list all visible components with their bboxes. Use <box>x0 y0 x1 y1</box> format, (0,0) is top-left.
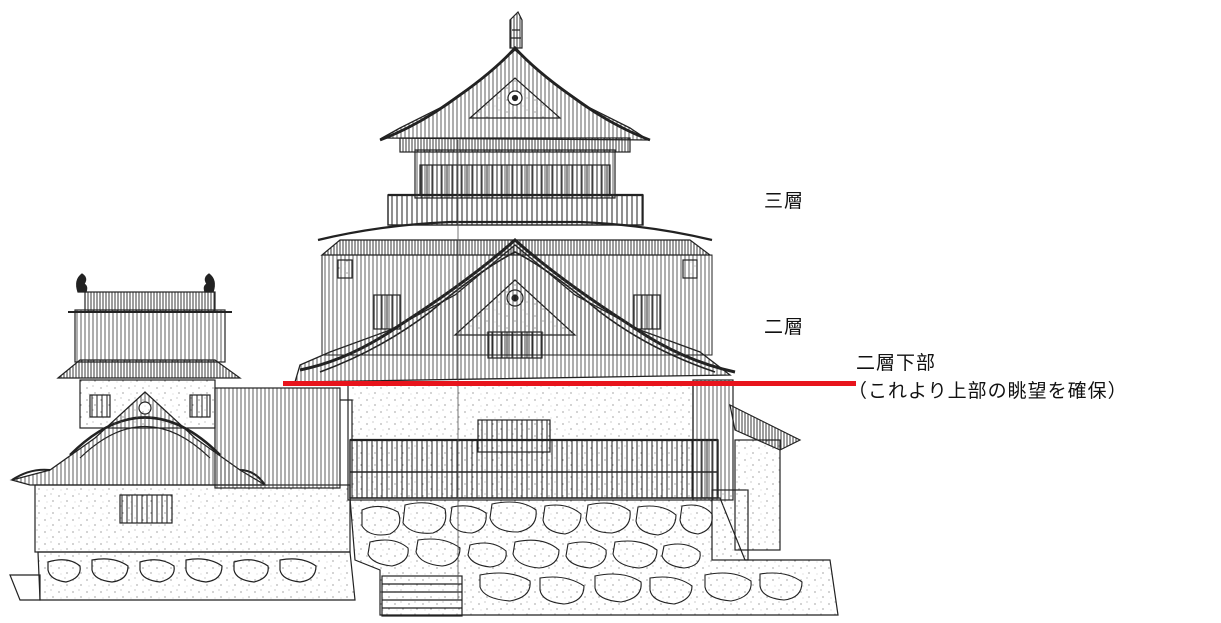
third-floor-label: 三層 <box>764 190 805 212</box>
left-annex-tower <box>9 273 353 553</box>
main-keep <box>294 10 802 600</box>
second-floor-label: 二層 <box>764 316 805 338</box>
stone-stairs <box>381 575 463 617</box>
view-note-label: （これより上部の眺望を確保） <box>848 380 1128 402</box>
view-boundary-line <box>283 381 856 386</box>
second-floor-lower-label: 二層下部 <box>856 352 937 374</box>
left-stone-base <box>9 551 356 601</box>
